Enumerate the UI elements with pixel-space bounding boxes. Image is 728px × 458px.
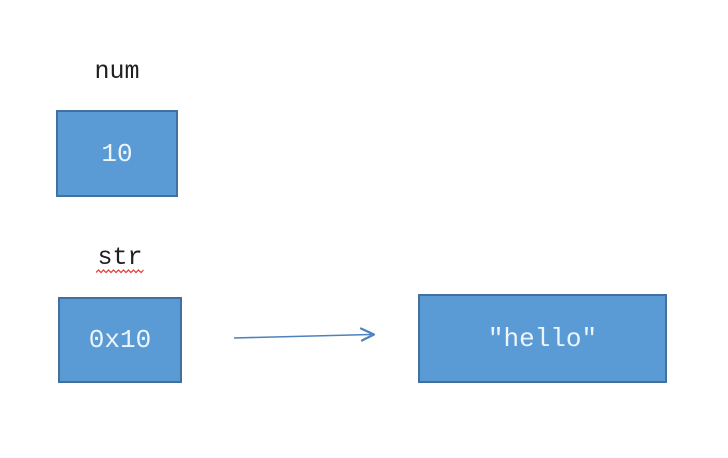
num-label: num <box>56 59 178 85</box>
num-value-text: 10 <box>101 138 133 169</box>
spellcheck-squiggle-icon <box>96 269 144 274</box>
num-label-text: num <box>94 57 140 86</box>
str-label: str <box>58 245 182 274</box>
num-value-box: 10 <box>56 110 178 197</box>
str-label-text: str <box>97 243 143 272</box>
arrow-right-icon <box>233 327 376 342</box>
string-literal-text: ″hello″ <box>487 323 598 354</box>
string-literal-box: ″hello″ <box>418 294 667 383</box>
str-pointer-text: 0x10 <box>88 325 152 355</box>
str-pointer-box: 0x10 <box>58 297 182 383</box>
